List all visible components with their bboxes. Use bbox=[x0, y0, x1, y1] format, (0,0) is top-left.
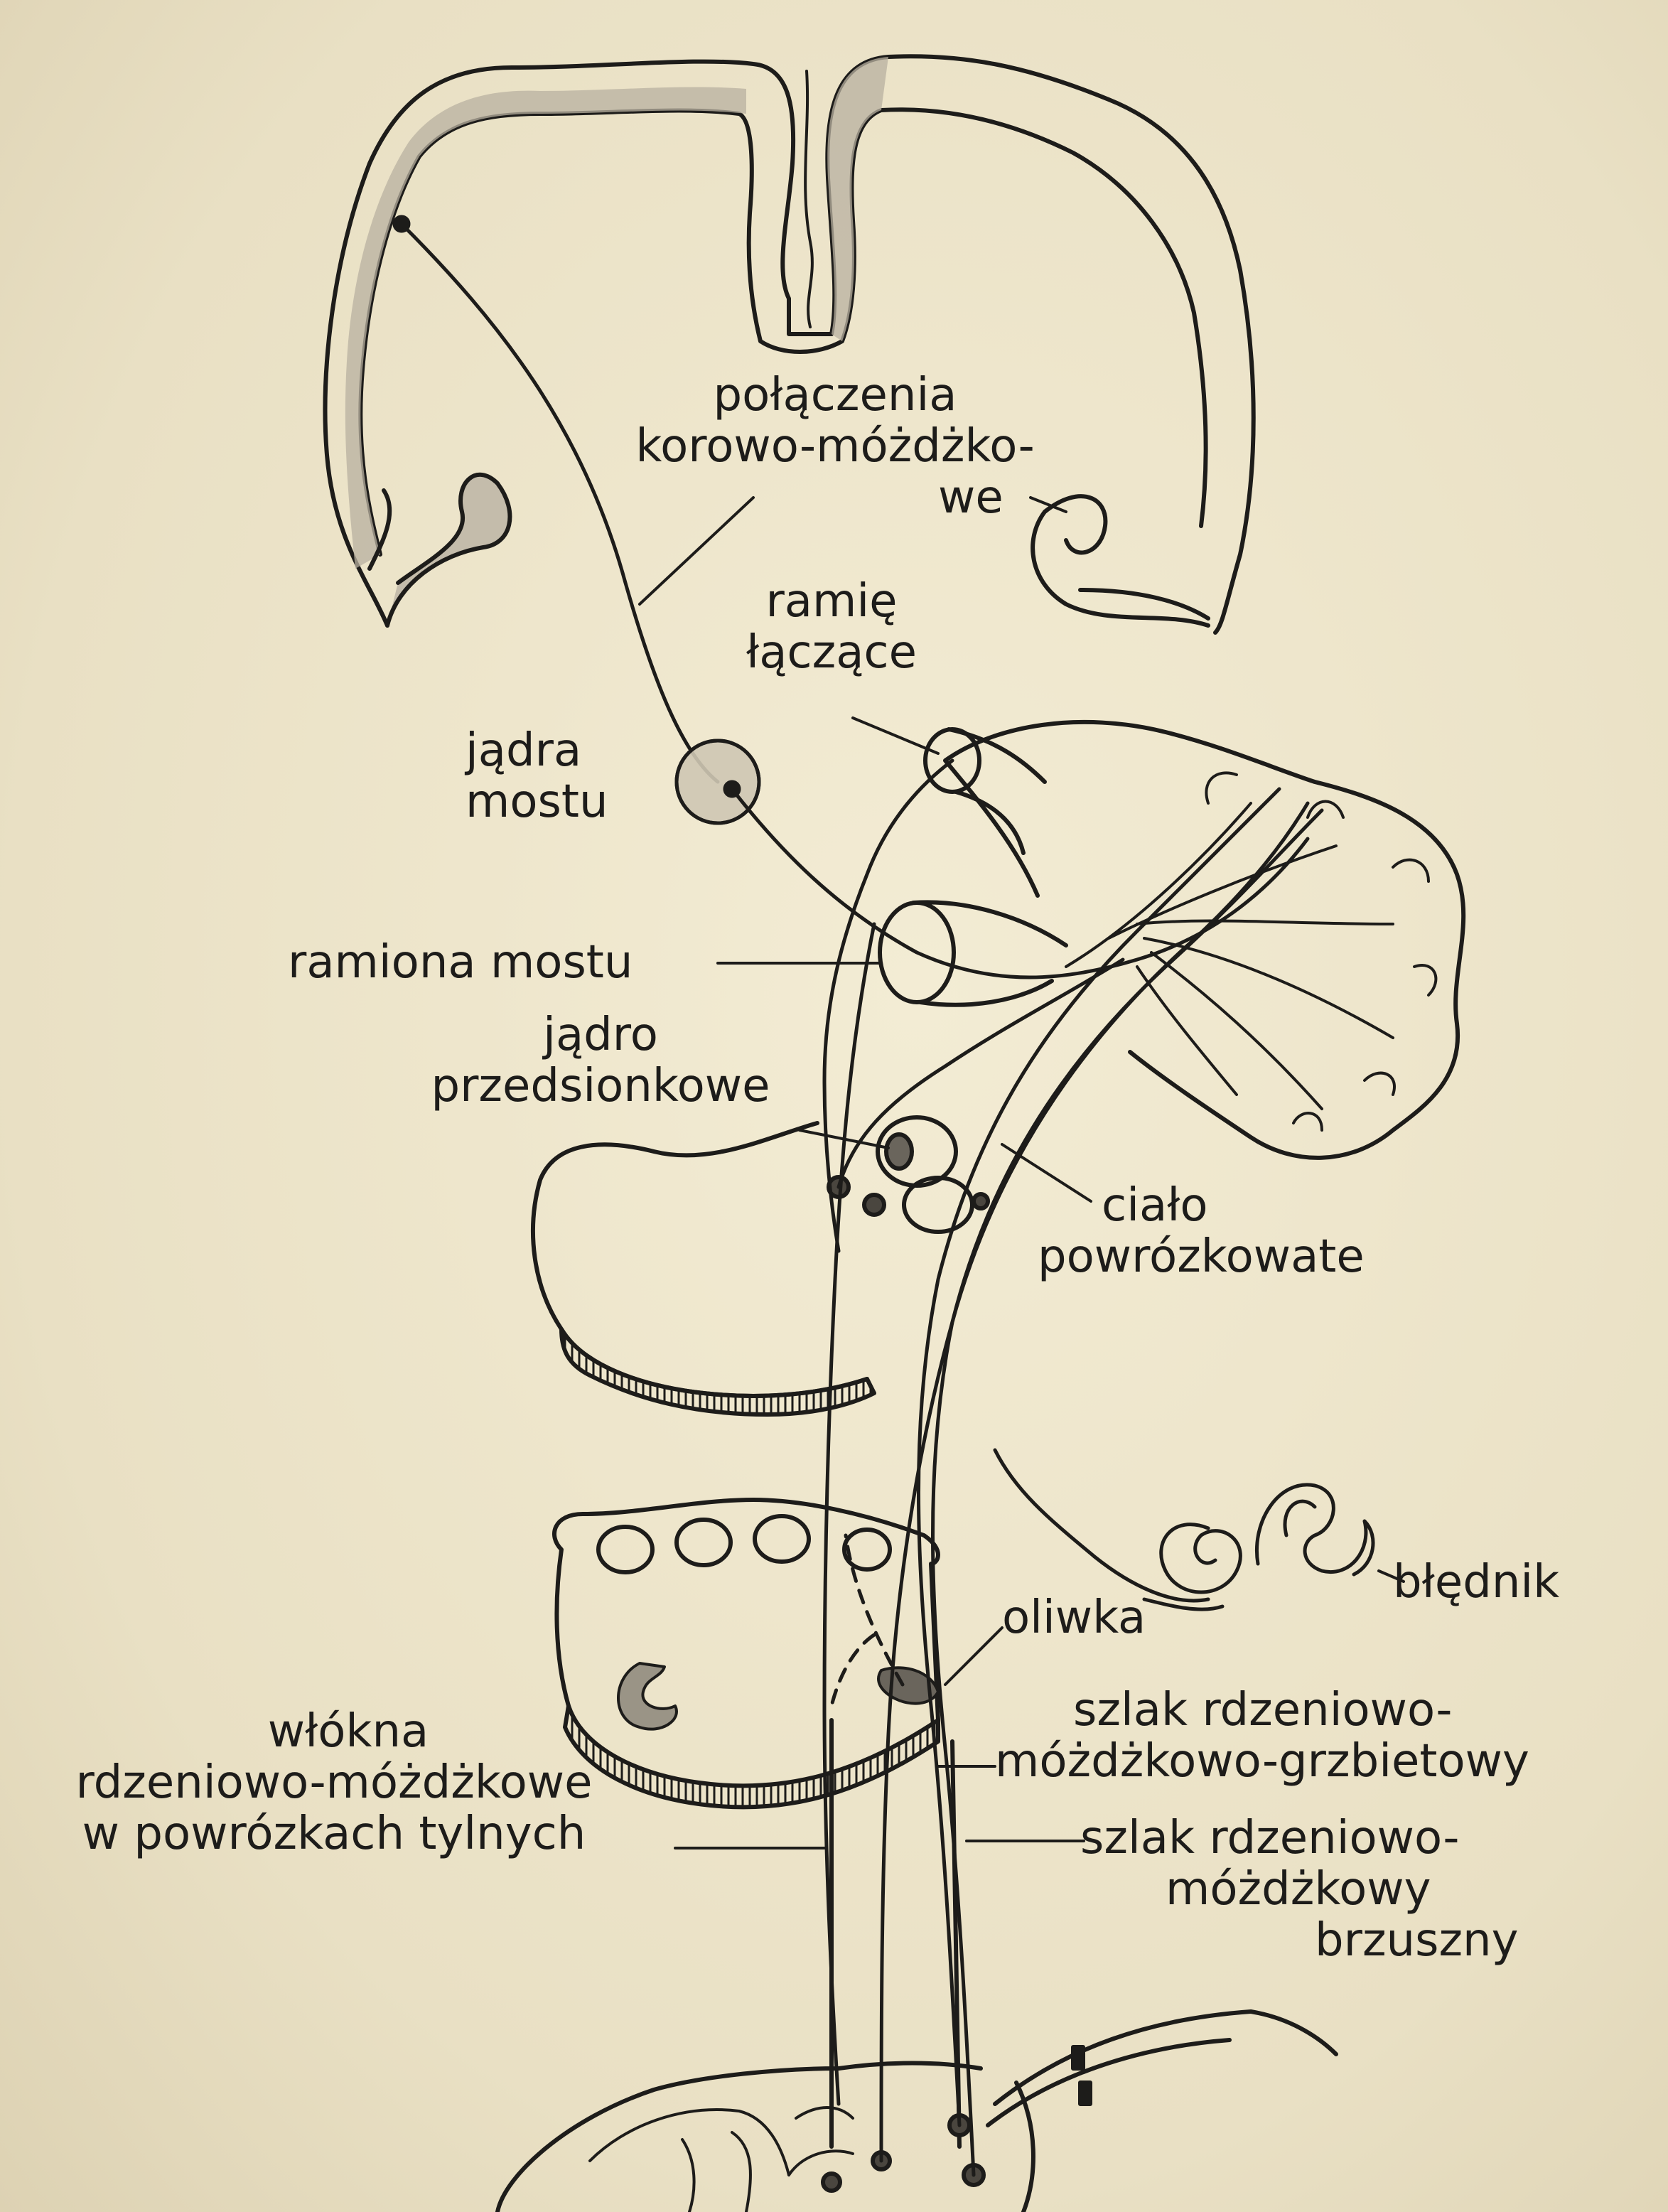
vestibular-cell-3 bbox=[974, 1194, 988, 1208]
label-szlak-brzuszny-line1: szlak rdzeniowo- bbox=[1080, 1813, 1518, 1864]
labyrinth bbox=[995, 1450, 1373, 1609]
cerebral-cortex bbox=[325, 56, 1254, 633]
dorsal-root bbox=[988, 2012, 1336, 2125]
label-jadro-line2: przedsionkowe bbox=[387, 1061, 814, 1112]
label-ramie-line2: łączące bbox=[704, 627, 959, 678]
vestibular-nerve bbox=[995, 1450, 1222, 1609]
label-polaczenia-line1: połączenia bbox=[604, 370, 1066, 421]
label-polaczenia-line2: korowo-móżdżko- bbox=[604, 421, 1066, 472]
dorsal-root-ganglion-mark bbox=[1073, 2047, 1083, 2068]
cortex-grey-band-left bbox=[345, 87, 746, 569]
medulla-tract-4 bbox=[844, 1530, 890, 1569]
label-szlak-grzbietowy: szlak rdzeniowo- móżdżkowo-grzbietowy bbox=[995, 1685, 1529, 1787]
label-ramiona-mostu: ramiona mostu bbox=[288, 937, 633, 988]
cortex-grey-band-right bbox=[827, 57, 888, 341]
cerebellar-folia bbox=[1066, 773, 1436, 1130]
medulla-tract-3 bbox=[755, 1516, 809, 1562]
label-jadro-przedsionkowe: jądro przedsionkowe bbox=[387, 1009, 814, 1112]
label-polaczenia: połączenia korowo-móżdżko- bbox=[604, 370, 1066, 472]
vestibular-nucleus-inner bbox=[886, 1134, 912, 1169]
ponto-cerebellar-fiber bbox=[732, 789, 1308, 977]
label-oliwka: oliwka bbox=[1002, 1592, 1146, 1643]
label-szlak-brzuszny-line3: brzuszny bbox=[1080, 1915, 1518, 1966]
vestibular-nucleus bbox=[829, 1117, 988, 1232]
label-jadra-mostu-line1: jądra bbox=[466, 725, 608, 776]
label-szlak-brzuszny-line2: móżdżkowy bbox=[1080, 1864, 1518, 1915]
label-cialo-line1: ciało bbox=[1038, 1180, 1365, 1231]
label-szlak-grzbietowy-line2: móżdżkowo-grzbietowy bbox=[995, 1736, 1529, 1787]
label-jadra-mostu: jądra mostu bbox=[466, 725, 608, 827]
label-ramie-line1: ramię bbox=[704, 576, 959, 627]
label-wlokna-line2: rdzeniowo-móżdżkowe bbox=[14, 1757, 654, 1808]
label-szlak-grzbietowy-line1: szlak rdzeniowo- bbox=[995, 1685, 1529, 1736]
label-blednik: błędnik bbox=[1393, 1557, 1559, 1608]
semicircular-canals bbox=[1257, 1485, 1373, 1574]
label-jadra-mostu-line2: mostu bbox=[466, 776, 608, 827]
leader-oliwka bbox=[945, 1628, 1002, 1685]
dorsal-horn-cell-4 bbox=[823, 2174, 840, 2191]
middle-peduncle-tube bbox=[913, 902, 1066, 1004]
cerebellum-outline bbox=[945, 722, 1463, 1158]
medulla-tract-1 bbox=[598, 1527, 652, 1572]
crossing-dashed-fiber bbox=[832, 1635, 874, 1706]
label-cialo-line2: powrózkowate bbox=[1038, 1231, 1365, 1282]
label-jadro-line1: jądro bbox=[387, 1009, 814, 1061]
spinal-grey-matter bbox=[590, 2108, 853, 2212]
medulla-tract-2 bbox=[677, 1520, 731, 1565]
longitudinal-fissure bbox=[805, 71, 812, 327]
left-temporal-hook bbox=[387, 475, 510, 626]
superior-cerebellar-peduncle bbox=[925, 729, 1045, 853]
leader-lines bbox=[640, 498, 1404, 1848]
vestibular-cell-2 bbox=[864, 1195, 884, 1215]
label-wlokna-line3: w powrózkach tylnych bbox=[14, 1808, 654, 1859]
cortico-pontine-fiber bbox=[402, 224, 718, 782]
pons-bottom-edge bbox=[561, 1329, 874, 1414]
cochlea bbox=[1161, 1525, 1241, 1592]
label-cialo-powrozkowate: ciało powrózkowate bbox=[1038, 1180, 1365, 1282]
dorsal-spinocerebellar-tract-2 bbox=[933, 810, 1323, 2175]
dorsal-root-ganglion-mark-2 bbox=[1080, 2083, 1090, 2104]
middle-cerebellar-peduncles bbox=[880, 902, 1066, 1004]
label-wlokna: włókna rdzeniowo-móżdżkowe w powrózkach … bbox=[14, 1706, 654, 1859]
leader-ramie bbox=[853, 718, 938, 753]
label-polaczenia-line3: we bbox=[938, 472, 1004, 523]
label-ramie: ramię łączące bbox=[704, 576, 959, 678]
pons bbox=[533, 1123, 874, 1414]
spinal-cord-section bbox=[497, 2063, 1033, 2212]
label-wlokna-line1: włókna bbox=[14, 1706, 654, 1757]
cerebellum bbox=[945, 722, 1463, 1158]
label-szlak-brzuszny: szlak rdzeniowo- móżdżkowy brzuszny bbox=[1080, 1813, 1518, 1966]
